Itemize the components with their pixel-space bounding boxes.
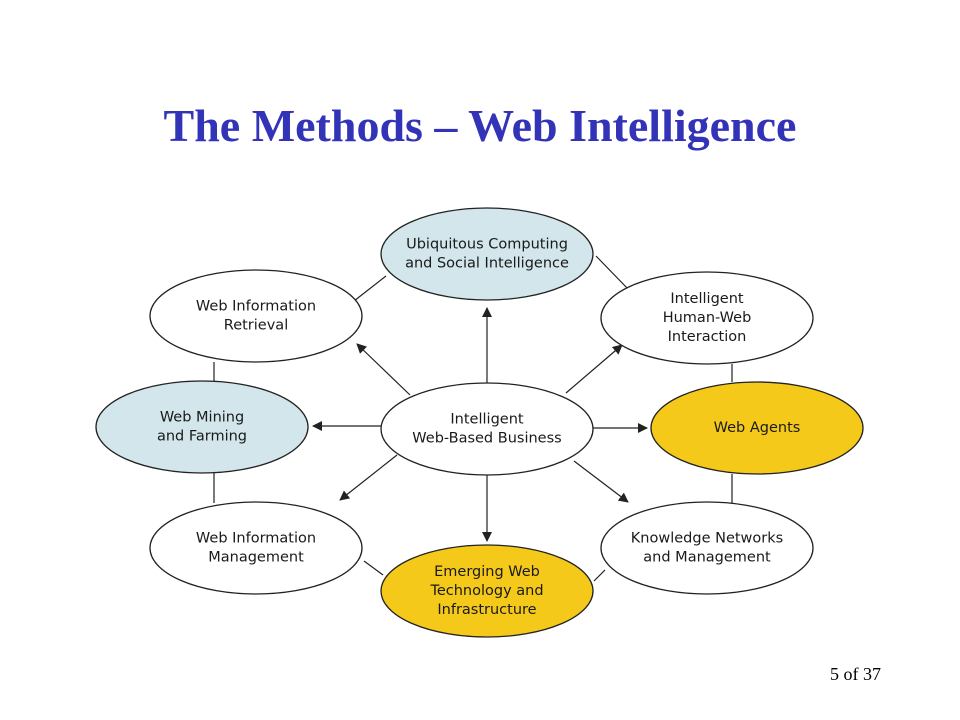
node-web-agents: Web Agents xyxy=(650,381,864,475)
node-retrieval-ellipse xyxy=(149,269,363,363)
node-mining-label-line: Web Mining xyxy=(160,410,244,426)
node-human-web-label-line: Intelligent xyxy=(670,291,743,307)
node-retrieval-label-line: Retrieval xyxy=(224,318,288,334)
node-human-web-label-line: Interaction xyxy=(668,329,747,345)
ring-line-retrieval-ubiquitous xyxy=(353,275,387,302)
node-knowledge-label-line: Knowledge Networks xyxy=(631,531,783,547)
diagram-nodes: Ubiquitous Computing and Social Intellige… xyxy=(95,207,864,638)
node-emerging-label-line: Technology and xyxy=(429,583,543,599)
node-knowledge: Knowledge Networks and Management xyxy=(600,501,814,595)
arrow-to-knowledge xyxy=(573,460,629,503)
arrow-to-info-mgmt xyxy=(339,454,398,501)
node-retrieval-label-line: Web Information xyxy=(196,299,316,315)
arrow-to-human-web xyxy=(565,344,623,394)
node-emerging-label-line: Emerging Web xyxy=(434,564,540,580)
node-mining: Web Mining and Farming xyxy=(95,380,309,474)
node-web-agents-label-line: Web Agents xyxy=(714,420,801,436)
node-info-mgmt-label-line: Management xyxy=(208,550,304,566)
node-emerging-label-line: Infrastructure xyxy=(437,602,536,618)
node-center-label-line: Web-Based Business xyxy=(412,431,561,447)
node-human-web-label-line: Human-Web xyxy=(663,310,752,326)
ring-line-ubiquitous-human-web xyxy=(595,255,630,291)
node-info-mgmt-label-line: Web Information xyxy=(196,531,316,547)
page-number: 5 of 37 xyxy=(830,664,881,684)
node-info-mgmt-ellipse xyxy=(149,501,363,595)
node-knowledge-label-line: and Management xyxy=(643,550,771,566)
ring-connectors xyxy=(213,255,733,582)
node-mining-label-line: and Farming xyxy=(157,429,247,445)
node-center-label-line: Intelligent xyxy=(450,412,523,428)
node-knowledge-ellipse xyxy=(600,501,814,595)
arrow-to-retrieval xyxy=(356,343,411,396)
node-center-ellipse xyxy=(380,382,594,476)
node-ubiquitous: Ubiquitous Computing and Social Intellige… xyxy=(380,207,594,301)
node-ubiquitous-ellipse xyxy=(380,207,594,301)
node-ubiquitous-label-line: Ubiquitous Computing xyxy=(406,237,568,253)
ring-line-emerging-info-mgmt xyxy=(363,560,384,576)
node-mining-ellipse xyxy=(95,380,309,474)
node-emerging-ellipse xyxy=(380,544,594,638)
radial-arrows xyxy=(312,307,648,542)
slide-title: The Methods – Web Intelligence xyxy=(163,100,797,151)
node-human-web-ellipse xyxy=(600,271,814,365)
node-web-agents-ellipse xyxy=(650,381,864,475)
node-ubiquitous-label-line: and Social Intelligence xyxy=(405,256,569,272)
ring-line-knowledge-emerging xyxy=(593,569,606,582)
